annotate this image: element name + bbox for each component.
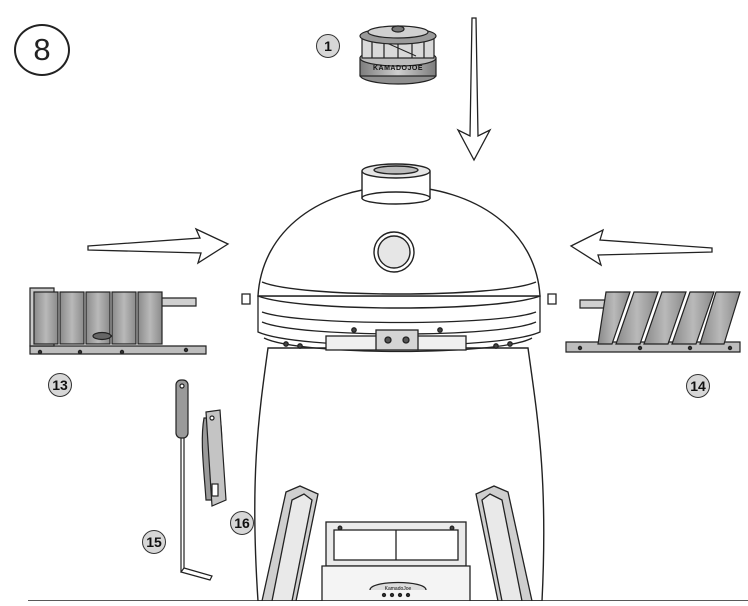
grill-dome <box>257 163 541 309</box>
arrow-right <box>87 227 230 265</box>
callout-grate-gripper: 16 <box>230 511 254 535</box>
arrow-left <box>569 228 713 267</box>
step-number-badge: 8 <box>14 24 70 76</box>
callout-ash-tool: 15 <box>142 530 166 554</box>
callout-right-shelf: 14 <box>686 374 710 398</box>
chimney-cap-brand-text: KAMADOJOE <box>373 65 423 72</box>
grill-stand: KamadoJoe <box>261 485 533 602</box>
chimney-cap: KAMADOJOE <box>359 25 437 85</box>
right-side-shelf <box>565 291 741 353</box>
grill-band <box>241 293 557 353</box>
left-side-shelf <box>29 287 207 355</box>
ash-tool <box>175 379 213 581</box>
callout-chimney-cap: 1 <box>316 34 340 58</box>
grate-gripper <box>201 409 227 507</box>
base-badge-text: KamadoJoe <box>385 586 412 592</box>
arrow-down <box>456 17 492 162</box>
callout-left-shelf: 13 <box>48 373 72 397</box>
